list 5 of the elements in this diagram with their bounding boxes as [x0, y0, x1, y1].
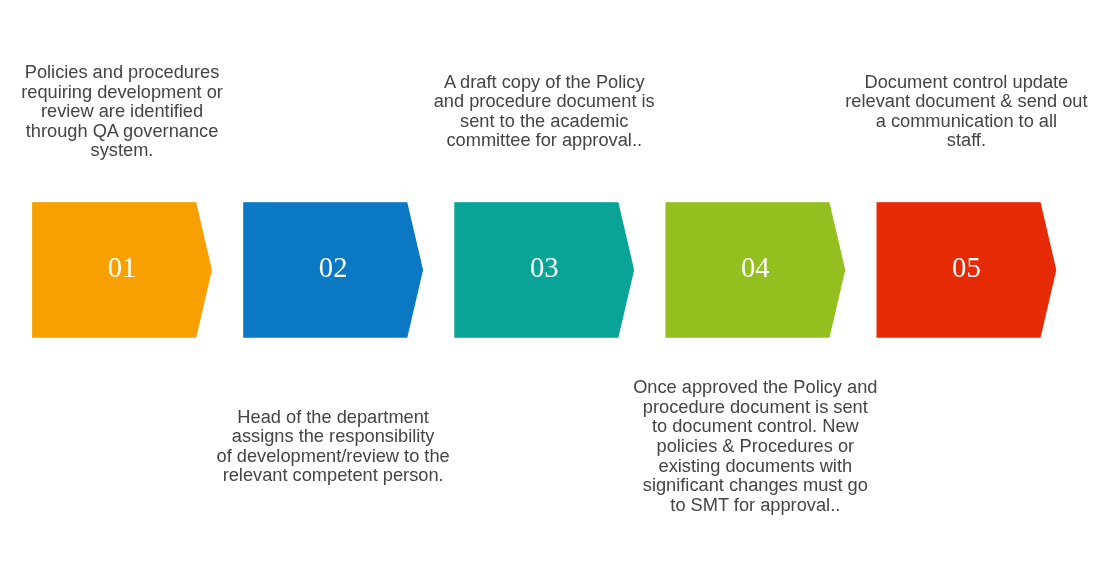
node-label: Document control update relevant document & send out a communication to all staff. [845, 70, 1088, 151]
node-label: Once approved the Policy and procedure document is sent to document control. New policies & Procedures or existing documents with significant changes must go to SMT for approval.. [633, 376, 878, 515]
node-label: Policies and procedures requiring development or review are identified through QA governance system. [21, 61, 223, 161]
node-label: A draft copy of the Policy and procedure document is sent to the academic committee for approval.. [433, 70, 655, 151]
node-label: Head of the department assigns the responsibility of development/review to the relevant competent person. [216, 405, 450, 486]
